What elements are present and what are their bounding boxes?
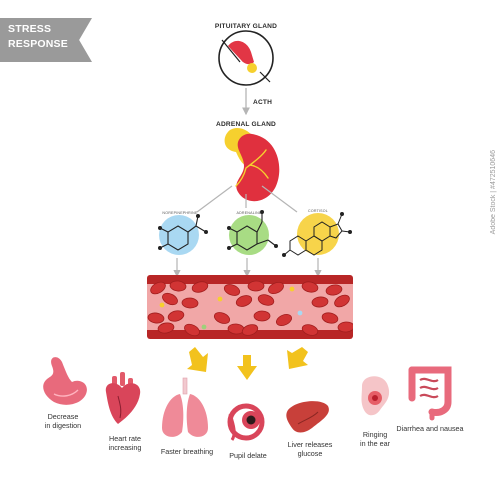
heart-rate-label: Heart rate increasing	[108, 434, 142, 452]
norepinephrine-label: NOREPINEPHRINE	[162, 211, 198, 215]
red-blood-cell	[147, 312, 165, 324]
eye-icon	[227, 403, 265, 441]
liver-icon	[286, 401, 329, 433]
cortisol-circle	[297, 213, 339, 255]
red-blood-cell	[247, 280, 265, 292]
red-blood-cell	[257, 294, 275, 306]
branch-line-left	[196, 185, 233, 213]
pituitary-gland-label: PITUITARY GLAND	[214, 23, 278, 30]
title-banner	[0, 18, 92, 62]
effect-arrows	[187, 347, 308, 380]
pituitary-gland-icon	[218, 30, 274, 86]
cortisol-label: CORTISOL	[308, 209, 328, 213]
adrenal-gland-label: ADRENAL GLAND	[216, 121, 276, 128]
red-blood-cell	[169, 280, 187, 292]
red-blood-cell	[241, 324, 259, 336]
red-blood-cell	[337, 321, 353, 333]
red-blood-cell	[235, 295, 253, 307]
red-blood-cell	[253, 310, 271, 322]
adrenal-kidney-icon	[224, 127, 280, 202]
red-blood-cell	[157, 322, 175, 334]
red-blood-cell	[213, 312, 231, 324]
acth-label: ACTH	[253, 99, 273, 106]
diarrhea-nausea-label: Diarrhea and nausea	[396, 424, 464, 433]
watermark: Adobe Stock | #472510646	[490, 150, 497, 235]
red-blood-cell	[334, 294, 350, 308]
red-blood-cell	[276, 313, 292, 327]
intestines-icon	[408, 366, 452, 421]
liver-glucose-label: Liver releases glucose	[287, 440, 333, 458]
ringing-ear-label: Ringing in the ear	[360, 430, 390, 448]
blood-vessel	[147, 275, 353, 339]
red-blood-cell	[191, 281, 209, 293]
adrenaline-molecule-icon	[228, 212, 277, 251]
red-blood-cell	[311, 296, 329, 308]
red-blood-cell	[325, 284, 343, 296]
branch-line-right	[261, 185, 298, 213]
red-blood-cell	[181, 297, 199, 309]
red-blood-cell	[268, 281, 284, 295]
red-blood-cell	[223, 284, 241, 296]
red-blood-cell	[301, 324, 319, 336]
red-blood-cell	[150, 281, 166, 295]
heart-icon	[105, 372, 141, 424]
adrenaline-label: ADRENALINE	[236, 211, 262, 215]
decrease-digestion-label: Decrease in digestion	[44, 412, 82, 430]
lungs-icon	[162, 377, 208, 437]
faster-breathing-label: Faster breathing	[160, 447, 214, 456]
ear-icon	[361, 376, 390, 416]
red-blood-cell	[167, 310, 185, 322]
red-blood-cell	[162, 292, 178, 306]
red-blood-cell	[301, 281, 319, 293]
red-blood-cell	[321, 312, 339, 324]
red-blood-cell	[184, 323, 200, 337]
pupil-delate-label: Pupil delate	[229, 451, 267, 460]
page-title: STRESS RESPONSE	[8, 23, 68, 50]
stomach-icon	[43, 357, 87, 405]
